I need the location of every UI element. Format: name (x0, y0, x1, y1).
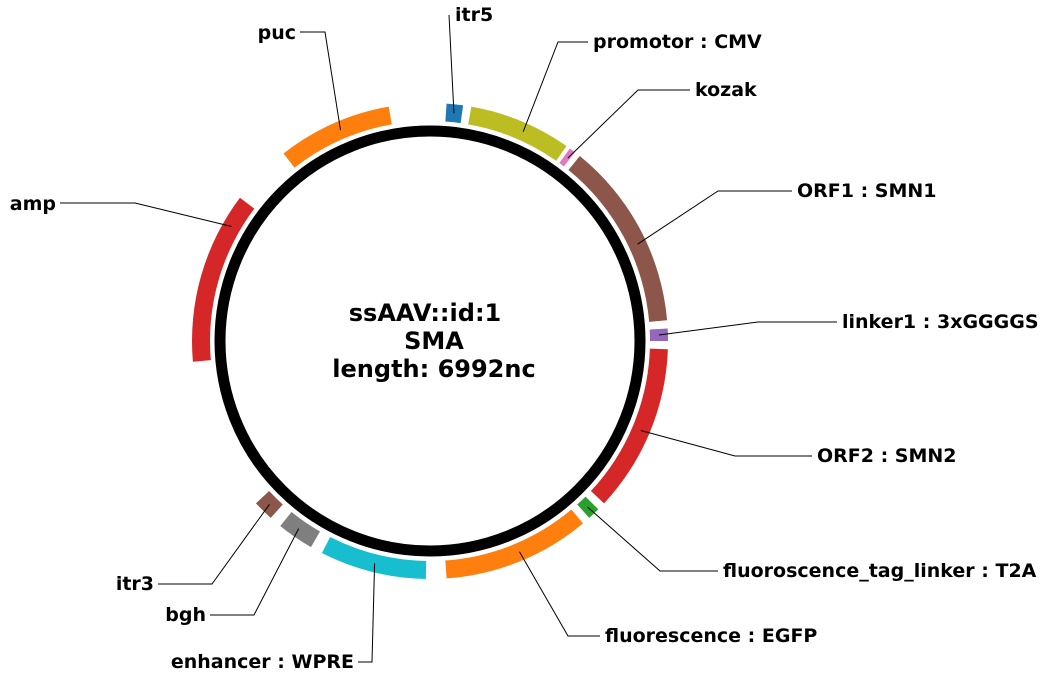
feature-label-fluorescence: fluorescence : EGFP (605, 625, 817, 647)
feature-arc-fluorescence (445, 509, 583, 579)
feature-arc-itr5 (445, 103, 464, 124)
feature-label-itr5: itr5 (455, 4, 493, 26)
leader-line-promotor (522, 41, 588, 132)
plasmid-title: SMA (404, 327, 464, 355)
feature-label-amp: amp (10, 193, 56, 215)
leader-line-linker1 (658, 321, 837, 336)
leader-line-orf1 (637, 190, 792, 245)
feature-arc-orf1 (568, 156, 668, 322)
feature-label-puc: puc (258, 22, 296, 44)
feature-label-bgh: bgh (165, 604, 206, 626)
leader-line-fluorescence (519, 551, 600, 637)
feature-arc-bgh (280, 511, 320, 548)
feature-arc-linker1 (649, 328, 668, 341)
feature-label-tag-linker: fluoroscence_tag_linker : T2A (723, 560, 1037, 582)
leader-line-kozak (567, 89, 690, 159)
feature-arc-enhancer (321, 537, 427, 579)
plasmid-length: length: 6992nc (332, 355, 535, 383)
feature-label-linker1: linker1 : 3xGGGGS (842, 311, 1039, 333)
plasmid-name: ssAAV::id:1 (349, 299, 501, 327)
leader-line-orf2 (640, 429, 812, 457)
feature-label-orf2: ORF2 : SMN2 (817, 445, 957, 467)
leader-line-itr3 (158, 504, 270, 585)
feature-label-itr3: itr3 (116, 573, 154, 595)
leader-line-amp (60, 202, 232, 227)
feature-label-kozak: kozak (695, 79, 757, 101)
leader-line-bgh (210, 528, 300, 616)
feature-arc-kozak (559, 148, 575, 167)
leader-line-enhancer (358, 563, 376, 663)
leader-line-puc (300, 31, 342, 131)
leader-line-itr5 (448, 14, 455, 114)
feature-arc-orf2 (590, 348, 668, 504)
leader-lines (60, 14, 837, 663)
leader-line-tag-linker (587, 506, 718, 572)
feature-arc-promotor (468, 106, 567, 161)
feature-label-orf1: ORF1 : SMN1 (797, 180, 937, 202)
feature-label-promotor: promotor : CMV (593, 31, 762, 53)
feature-arc-amp (191, 197, 255, 362)
feature-arc-puc (283, 106, 392, 168)
backbone-ring (214, 125, 646, 557)
feature-label-enhancer: enhancer : WPRE (171, 651, 354, 673)
